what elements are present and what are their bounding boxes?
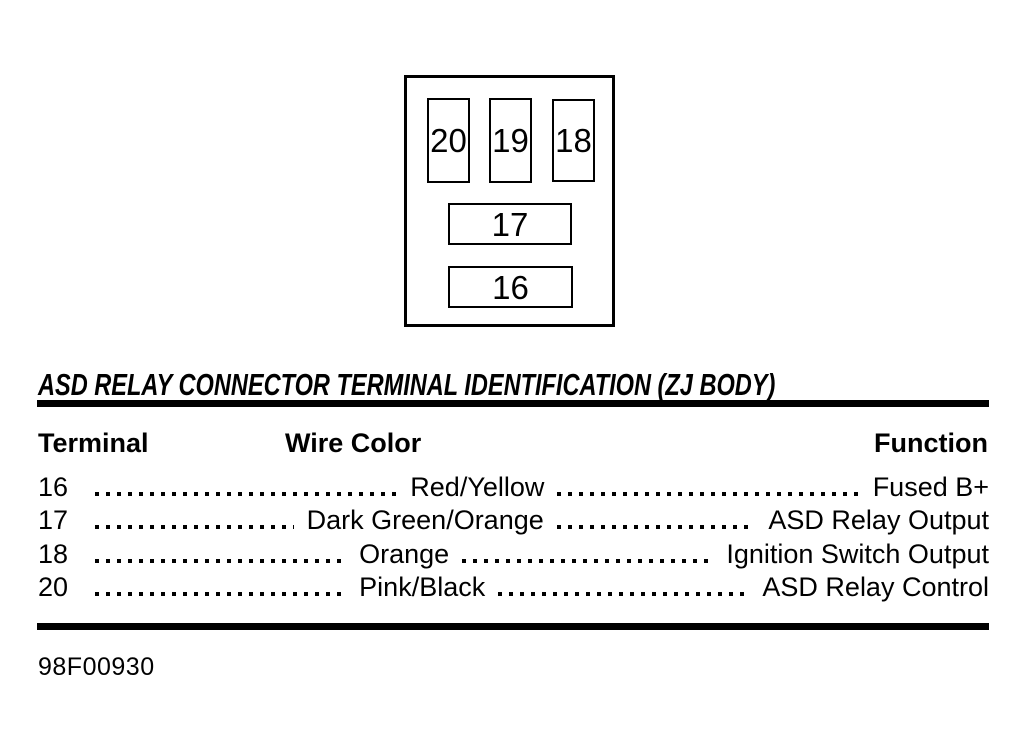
column-header-wire-color: Wire Color	[285, 428, 422, 458]
function-value: ASD Relay Output	[768, 505, 989, 536]
title-underline-rule	[37, 400, 989, 407]
terminal-table: 16 Red/Yellow Fused B+ 17 Dark Green/Ora…	[38, 471, 989, 605]
connector-pin-20: 20	[427, 98, 470, 183]
pin-label: 17	[491, 205, 529, 243]
terminal-number: 17	[38, 505, 69, 536]
terminal-number: 20	[38, 572, 69, 603]
dot-leader	[95, 558, 347, 563]
pin-label: 19	[492, 122, 529, 159]
dot-leader	[95, 525, 294, 530]
function-value: Fused B+	[872, 472, 990, 502]
connector-pin-17: 17	[448, 203, 572, 245]
wire-color-value: Red/Yellow	[410, 472, 545, 502]
table-row: 20 Pink/Black ASD Relay Control	[38, 571, 989, 604]
terminal-number: 18	[38, 538, 69, 569]
table-row: 18 Orange Ignition Switch Output	[38, 538, 989, 571]
function-value: ASD Relay Control	[762, 572, 989, 603]
table-bottom-rule	[37, 623, 989, 630]
column-header-terminal: Terminal	[38, 428, 149, 458]
page-title: ASD RELAY CONNECTOR TERMINAL IDENTIFICAT…	[38, 367, 776, 402]
wire-color-value: Dark Green/Orange	[306, 505, 544, 536]
connector-pin-18: 18	[552, 99, 595, 182]
dot-leader	[557, 492, 860, 496]
dot-leader	[556, 525, 756, 530]
dot-leader	[498, 592, 750, 597]
pin-label: 16	[492, 268, 529, 306]
connector-pin-19: 19	[489, 98, 532, 183]
pin-label: 20	[430, 122, 467, 159]
column-header-function: Function	[874, 428, 988, 458]
table-header-row: Terminal Wire Color Function	[38, 430, 988, 457]
dot-leader	[462, 558, 714, 563]
relay-connector-diagram: 20 19 18 17 16	[404, 75, 615, 327]
terminal-number: 16	[38, 472, 69, 502]
table-row: 17 Dark Green/Orange ASD Relay Output	[38, 504, 989, 537]
pin-label: 18	[555, 122, 592, 159]
wire-color-value: Orange	[359, 538, 450, 569]
function-value: Ignition Switch Output	[726, 538, 989, 569]
dot-leader	[95, 492, 398, 496]
figure-code: 98F00930	[38, 653, 155, 681]
table-row: 16 Red/Yellow Fused B+	[38, 471, 989, 504]
connector-pin-16: 16	[448, 266, 573, 308]
dot-leader	[95, 592, 347, 597]
wire-color-value: Pink/Black	[359, 572, 486, 603]
